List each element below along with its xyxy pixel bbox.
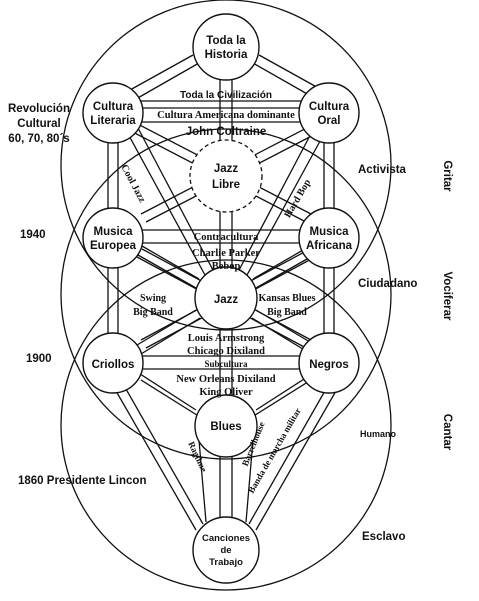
node-label: Canciones: [202, 533, 250, 544]
right-label: Ciudadano: [358, 278, 417, 290]
criollos-node: [82, 332, 144, 394]
band-label: Charlie Parker: [192, 248, 260, 259]
vertical-label: Gritar: [441, 160, 453, 192]
node-label: Africana: [306, 240, 353, 252]
node-label: Jazz: [214, 163, 239, 175]
node-label: Cultura: [93, 101, 134, 113]
node-label: Criollos: [92, 359, 135, 371]
node-label: de: [220, 545, 231, 556]
left-label: 1900: [26, 353, 52, 365]
node-label: Jazz: [214, 294, 239, 306]
node-label: Negros: [309, 359, 349, 371]
musica-africana-node: [298, 207, 360, 269]
horizontal-bands: [138, 100, 314, 370]
musica-europea-node: [82, 207, 144, 269]
outer-circle-middle: [60, 128, 392, 460]
blues-node: [194, 394, 258, 458]
band-label: Bebop: [212, 261, 241, 272]
node-label: Historia: [205, 49, 248, 61]
connection-paths: [107, 54, 341, 531]
node-label: Literaria: [90, 115, 136, 127]
left-label: 1860 Presidente Lincon: [18, 475, 146, 487]
band-label: Chicago Dixiland: [187, 346, 265, 357]
left-label: 1940: [20, 229, 46, 241]
vertical-label: Vociferar: [441, 271, 453, 321]
band-label: Subcultura: [204, 359, 248, 369]
cultura-literaria-node: [82, 82, 144, 144]
band-label: Contracultura: [194, 232, 259, 243]
outer-circle-top: [60, 0, 392, 331]
path-label: Swing: [140, 293, 166, 304]
node-label: Cultura: [309, 101, 350, 113]
node-label: Musica: [310, 226, 350, 238]
node-label: Oral: [317, 115, 340, 127]
left-label: Revolución: [8, 103, 70, 115]
band-label: King Oliver: [199, 387, 253, 398]
right-label: Activista: [358, 164, 407, 176]
node-label: Trabajo: [209, 557, 243, 568]
path-label: Big Band: [133, 307, 173, 318]
toda-historia-node: [192, 13, 260, 81]
node-label: Toda la: [206, 35, 246, 47]
band-label: Louis Armstrong: [188, 333, 265, 344]
node-label: Blues: [210, 421, 241, 433]
jazz-node: [194, 266, 258, 330]
path-label: Big Band: [267, 307, 307, 318]
right-label: Humano: [360, 429, 397, 439]
right-label: Esclavo: [362, 531, 405, 543]
band-label: John Coltraine: [186, 126, 267, 138]
vertical-label: Cantar: [441, 414, 453, 451]
band-label: Cultura Americana dominante: [157, 110, 295, 121]
canciones-node: [192, 516, 260, 584]
path-label: Kansas Blues: [259, 293, 316, 304]
node-label: Libre: [212, 179, 240, 191]
band-label: New Orleans Dixiland: [176, 374, 275, 385]
jazz-libre-node: [189, 139, 263, 213]
left-label: 60, 70, 80´s: [8, 133, 69, 145]
band-label: Toda la Civilización: [180, 90, 272, 101]
node-label: Europea: [90, 240, 137, 252]
path-label: Cool Jazz: [118, 163, 147, 205]
outer-circle-bottom: [60, 259, 392, 591]
node-label: Musica: [94, 226, 134, 238]
negros-node: [298, 332, 360, 394]
cultura-oral-node: [298, 82, 360, 144]
left-label: Cultural: [17, 118, 60, 130]
